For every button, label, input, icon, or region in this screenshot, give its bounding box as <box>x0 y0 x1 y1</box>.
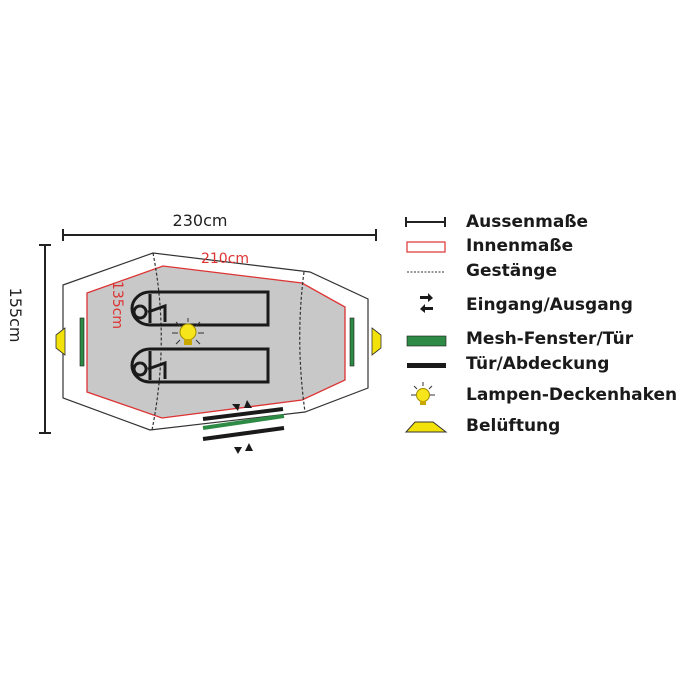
width-dimension-line <box>62 229 377 241</box>
lightbulb-icon <box>411 382 435 405</box>
black-bar-icon <box>407 363 446 368</box>
pole-line <box>151 252 162 431</box>
door-mesh-bar <box>202 414 285 430</box>
outer-width-label: 155cm <box>6 288 25 343</box>
legend-label: Innenmaße <box>466 236 574 256</box>
door-cover-bar <box>202 426 285 441</box>
vent-icon <box>55 327 66 356</box>
red-outline-rect-icon <box>406 241 446 253</box>
vent-trapezoid-icon <box>404 421 448 433</box>
inner-width-label: 135cm <box>109 281 125 329</box>
outer-length-label: 230cm <box>173 211 228 230</box>
legend-label: Gestänge <box>466 261 558 281</box>
sleeping-bag-icon <box>130 290 270 327</box>
sleeping-bag-icon <box>130 347 270 384</box>
pole-line <box>299 271 306 413</box>
mesh-window <box>349 317 355 367</box>
inner-length-label: 210cm <box>201 251 249 267</box>
legend-label: Belüftung <box>466 416 561 436</box>
legend-label: Eingang/Ausgang <box>466 295 633 315</box>
legend-label: Aussenmaße <box>466 212 589 232</box>
legend-label: Tür/Abdeckung <box>466 354 610 374</box>
legend-label: Lampen-Deckenhaken <box>466 385 678 405</box>
in-out-arrows-icon <box>420 293 433 313</box>
mesh-window <box>79 317 85 367</box>
entrance-arrows-icon <box>232 400 253 454</box>
vent-icon <box>371 327 382 356</box>
lightbulb-icon <box>172 318 204 345</box>
height-dimension-line <box>39 244 51 434</box>
dimension-line-icon <box>405 217 446 227</box>
door-cover-bar <box>202 407 284 421</box>
legend-label: Mesh-Fenster/Tür <box>466 329 634 349</box>
green-bar-icon <box>406 335 447 347</box>
